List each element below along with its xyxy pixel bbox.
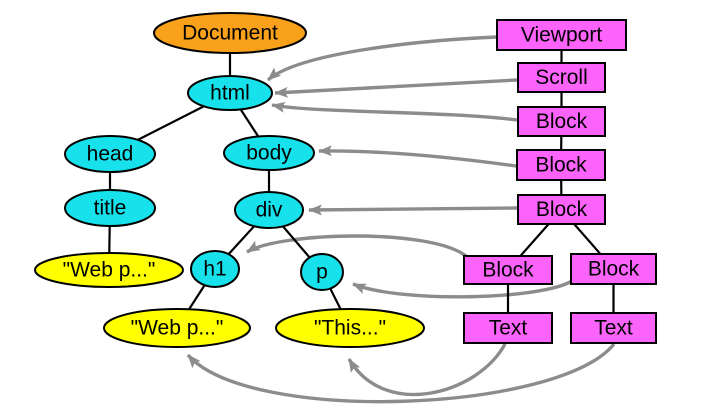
render-node-block3-label: Block	[536, 198, 588, 221]
dom-node-text-p: "This..."	[275, 308, 425, 348]
dom-node-h1-label: h1	[203, 258, 226, 281]
render-node-text2: Text	[570, 312, 657, 344]
dom-node-p-label: p	[316, 261, 328, 284]
dom-node-h1-shape	[190, 250, 240, 288]
dom-node-div: div	[234, 191, 304, 229]
render-node-viewport: Viewport	[496, 19, 627, 51]
mapping-arrow-viewport-to-html	[266, 35, 498, 82]
dom-node-head-shape	[64, 135, 156, 173]
dom-node-text-title-shape	[34, 252, 184, 288]
render-node-block1: Block	[517, 106, 606, 137]
dom-node-head-label: head	[87, 143, 134, 166]
render-node-block1-label: Block	[536, 110, 588, 133]
render-node-scroll-label: Scroll	[535, 66, 588, 89]
dom-node-head: head	[64, 135, 156, 173]
dom-node-document-shape	[153, 12, 307, 54]
dom-node-body-label: body	[246, 142, 292, 165]
dom-node-title: title	[64, 189, 156, 227]
dom-node-div-label: div	[256, 199, 283, 222]
dom-node-text-title: "Web p..."	[34, 252, 184, 288]
mapping-arrow-text1-to-text-p	[347, 343, 507, 397]
dom-node-title-shape	[64, 189, 156, 227]
dom-node-html-shape	[187, 75, 273, 111]
dom-node-document-label: Document	[182, 22, 278, 45]
render-node-block5-label: Block	[588, 258, 640, 281]
dom-node-text-h1-shape	[103, 308, 251, 348]
render-node-text2-label: Text	[594, 317, 633, 340]
dom-node-title-label: title	[94, 197, 127, 220]
dom-node-div-shape	[234, 191, 304, 229]
dom-node-h1: h1	[190, 250, 240, 288]
dom-node-text-p-label: "This..."	[314, 317, 386, 340]
mapping-arrow-block4-to-h1	[246, 234, 468, 258]
render-node-text1-label: Text	[489, 317, 528, 340]
dom-node-html-label: html	[210, 82, 250, 105]
render-node-block5: Block	[570, 253, 657, 285]
dom-node-text-h1-label: "Web p..."	[131, 317, 224, 340]
dom-node-text-p-shape	[275, 308, 425, 348]
render-node-block2-label: Block	[535, 154, 587, 177]
dom-node-p-shape	[300, 253, 344, 291]
dom-node-body: body	[223, 135, 315, 171]
render-node-block2-shape	[516, 149, 606, 181]
render-node-block4-shape	[463, 255, 553, 285]
dom-node-text-title-label: "Web p..."	[63, 259, 156, 282]
mapping-arrow-scroll-to-html	[274, 78, 518, 98]
dom-node-html: html	[187, 75, 273, 111]
render-node-block3: Block	[517, 194, 606, 225]
dom-node-text-h1: "Web p..."	[103, 308, 251, 348]
render-node-scroll-shape	[517, 62, 606, 93]
dom-node-document: Document	[153, 12, 307, 54]
mapping-arrow-text2-to-text-h1	[186, 342, 616, 404]
mapping-arrow-block5-to-p	[352, 279, 573, 299]
render-node-text1-shape	[463, 312, 553, 344]
render-node-block2: Block	[516, 149, 606, 181]
render-node-text1: Text	[463, 312, 553, 344]
render-node-block4: Block	[463, 255, 553, 285]
render-node-viewport-shape	[496, 19, 627, 51]
render-node-block5-shape	[570, 253, 657, 285]
mapping-arrow-block2-to-body	[318, 145, 517, 168]
render-node-block3-shape	[517, 194, 606, 225]
render-node-viewport-label: Viewport	[521, 24, 602, 47]
dom-node-body-shape	[223, 135, 315, 171]
dom-node-p: p	[300, 253, 344, 291]
render-node-block4-label: Block	[482, 259, 534, 282]
render-node-scroll: Scroll	[517, 62, 606, 93]
render-node-block1-shape	[517, 106, 606, 137]
render-node-text2-shape	[570, 312, 657, 344]
mapping-arrow-block3-to-div	[308, 204, 518, 216]
mapping-arrow-block1-to-html	[271, 101, 518, 122]
